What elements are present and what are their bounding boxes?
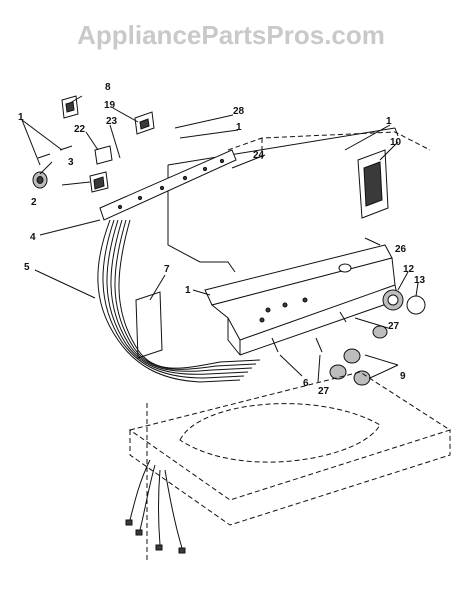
callout-6: 6: [303, 378, 309, 389]
mount-hole: [259, 317, 265, 323]
callout-13: 13: [414, 275, 426, 286]
callout-9: 9: [400, 371, 406, 382]
knob-part-2: [32, 171, 48, 189]
callout-28: 28: [233, 106, 245, 117]
watermark-text: AppliancePartsPros.com: [77, 20, 385, 50]
back-bracket: [99, 149, 237, 221]
console-knob-hole: [338, 263, 352, 273]
callout-12: 12: [403, 264, 415, 275]
callout-1: 1: [236, 122, 242, 133]
wire-harness: [97, 219, 261, 383]
knob-part-12: [382, 289, 404, 311]
bracket-part-10: [357, 149, 389, 219]
console-housing: [204, 244, 399, 356]
callout-5: 5: [24, 262, 30, 273]
bracket-part-7: [135, 291, 163, 359]
knob-part-27-right: [372, 325, 388, 339]
callout-1: 1: [386, 116, 392, 127]
rear-panel-outline: [167, 127, 431, 273]
callout-27: 27: [318, 386, 330, 397]
screw-part-6: [271, 311, 347, 353]
callouts: 1 8 19 28 1 22 23 24 1 10 3 2 4 5 7 1 26…: [18, 82, 426, 397]
callout-2: 2: [31, 197, 37, 208]
callout-1: 1: [185, 285, 191, 296]
leader-lines: [21, 95, 419, 383]
callout-23: 23: [106, 116, 118, 127]
switch-part-22: [94, 145, 113, 165]
knob-set-9: [329, 348, 371, 386]
knob-part-13: [406, 295, 426, 315]
callout-22: 22: [74, 124, 86, 135]
callout-4: 4: [30, 232, 36, 243]
callout-7: 7: [164, 264, 170, 275]
callout-10: 10: [390, 137, 402, 148]
callout-8: 8: [105, 82, 111, 93]
mount-hole: [282, 302, 288, 308]
callout-19: 19: [104, 100, 116, 111]
mount-hole: [302, 297, 308, 303]
mount-hole: [265, 307, 271, 313]
callout-1: 1: [18, 112, 24, 123]
callout-26: 26: [395, 244, 407, 255]
cabinet-top-outline: [128, 371, 452, 560]
switch-part-19: [134, 111, 155, 135]
timer-part-8: [61, 95, 79, 119]
screw-part: [37, 145, 73, 159]
switch-part-3: [89, 171, 109, 193]
callout-24: 24: [253, 150, 265, 161]
callout-27: 27: [388, 321, 400, 332]
callout-3: 3: [68, 157, 74, 168]
lower-wire-connectors: [125, 459, 186, 554]
